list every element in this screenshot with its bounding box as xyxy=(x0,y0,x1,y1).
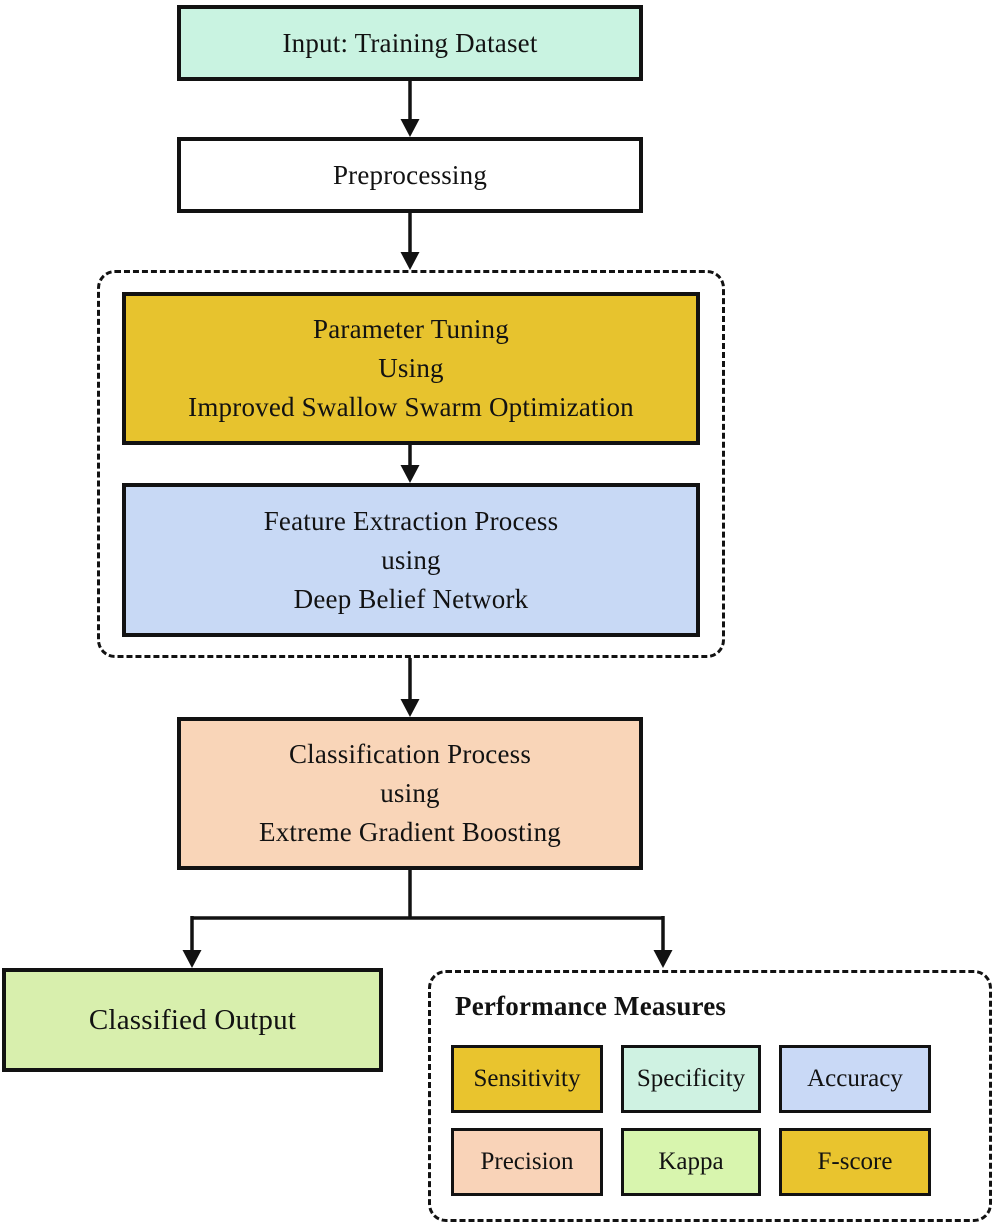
measure-specificity: Specificity xyxy=(621,1045,761,1113)
performance-measures-grid: Sensitivity Specificity Accuracy Precisi… xyxy=(451,1045,989,1196)
node-parameter-tuning-label: Parameter Tuning Using Improved Swallow … xyxy=(188,314,634,422)
node-feature-extraction: Feature Extraction Process using Deep Be… xyxy=(122,483,700,637)
arrowhead-to-preprocessing-icon xyxy=(400,119,420,137)
node-classification-label: Classification Process using Extreme Gra… xyxy=(259,739,561,847)
arrowhead-to-performance-measures-icon xyxy=(653,950,673,968)
measure-precision: Precision xyxy=(451,1128,603,1196)
measure-f-score: F-score xyxy=(779,1128,931,1196)
node-input-label: Input: Training Dataset xyxy=(282,27,538,58)
node-preprocessing-label: Preprocessing xyxy=(332,159,488,190)
measure-accuracy: Accuracy xyxy=(779,1045,931,1113)
node-classification: Classification Process using Extreme Gra… xyxy=(177,717,643,870)
arrowhead-to-classification-icon xyxy=(400,699,420,717)
arrowhead-to-optimization-icon xyxy=(400,252,420,270)
node-input-training-dataset: Input: Training Dataset xyxy=(177,5,643,81)
performance-measures-title: Performance Measures xyxy=(455,991,727,1021)
measure-kappa: Kappa xyxy=(621,1128,761,1196)
measure-sensitivity: Sensitivity xyxy=(451,1045,603,1113)
arrowhead-to-classified-output-icon xyxy=(182,950,202,968)
optimization-dashed-group xyxy=(97,270,725,658)
performance-measures-group: Performance Measures Sensitivity Specifi… xyxy=(428,970,992,1222)
node-parameter-tuning: Parameter Tuning Using Improved Swallow … xyxy=(122,292,700,445)
arrowhead-to-feature-extraction-icon xyxy=(400,465,420,483)
node-classified-output: Classified Output xyxy=(2,968,383,1072)
node-preprocessing: Preprocessing xyxy=(177,137,643,213)
node-feature-extraction-label: Feature Extraction Process using Deep Be… xyxy=(263,505,559,614)
node-classified-output-label: Classified Output xyxy=(88,1003,297,1036)
